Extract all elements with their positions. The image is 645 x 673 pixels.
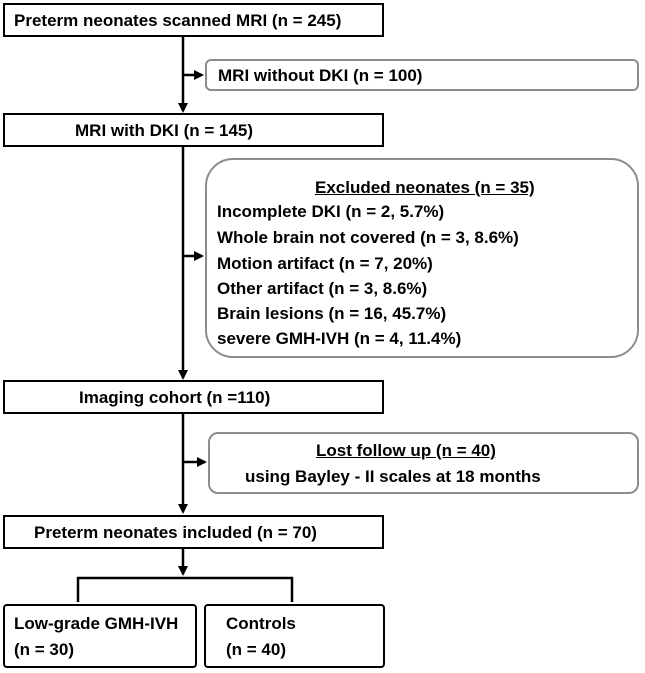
lost-followup-title: Lost follow up (n = 40) <box>316 441 496 460</box>
excluded-item: severe GMH-IVH (n = 4, 11.4%) <box>217 329 462 348</box>
excluded-item: Whole brain not covered (n = 3, 8.6%) <box>217 228 519 247</box>
low-grade-line1: Low-grade GMH-IVH <box>14 614 179 633</box>
excluded-title: Excluded neonates (n = 35) <box>315 178 535 197</box>
low-grade-line2: (n = 30) <box>14 640 74 659</box>
box-included: Preterm neonates included (n = 70) <box>3 515 384 549</box>
box-imaging-cohort: Imaging cohort (n =110) <box>3 380 384 414</box>
box-controls: Controls (n = 40) <box>204 604 385 668</box>
controls-line1: Controls <box>226 614 296 633</box>
box-low-grade: Low-grade GMH-IVH (n = 30) <box>3 604 197 668</box>
box-without-dki-label: MRI without DKI (n = 100) <box>218 66 423 85</box>
lost-followup-detail: using Bayley - II scales at 18 months <box>245 467 541 486</box>
excluded-item: Other artifact (n = 3, 8.6%) <box>217 279 428 298</box>
box-scanned: Preterm neonates scanned MRI (n = 245) <box>3 3 384 37</box>
controls-line2: (n = 40) <box>226 640 286 659</box>
excluded-item: Motion artifact (n = 7, 20%) <box>217 254 433 273</box>
box-scanned-label: Preterm neonates scanned MRI (n = 245) <box>14 11 342 30</box>
split-bracket <box>76 576 294 602</box>
box-with-dki-label: MRI with DKI (n = 145) <box>75 121 254 140</box>
box-with-dki: MRI with DKI (n = 145) <box>3 113 384 147</box>
box-without-dki: MRI without DKI (n = 100) <box>205 59 639 91</box>
box-included-label: Preterm neonates included (n = 70) <box>34 523 317 542</box>
box-excluded: Excluded neonates (n = 35) Incomplete DK… <box>205 158 639 358</box>
box-imaging-cohort-label: Imaging cohort (n =110) <box>79 388 271 407</box>
excluded-item: Brain lesions (n = 16, 45.7%) <box>217 304 447 323</box>
box-lost-followup: Lost follow up (n = 40) using Bayley - I… <box>208 432 639 494</box>
excluded-item: Incomplete DKI (n = 2, 5.7%) <box>217 202 445 221</box>
